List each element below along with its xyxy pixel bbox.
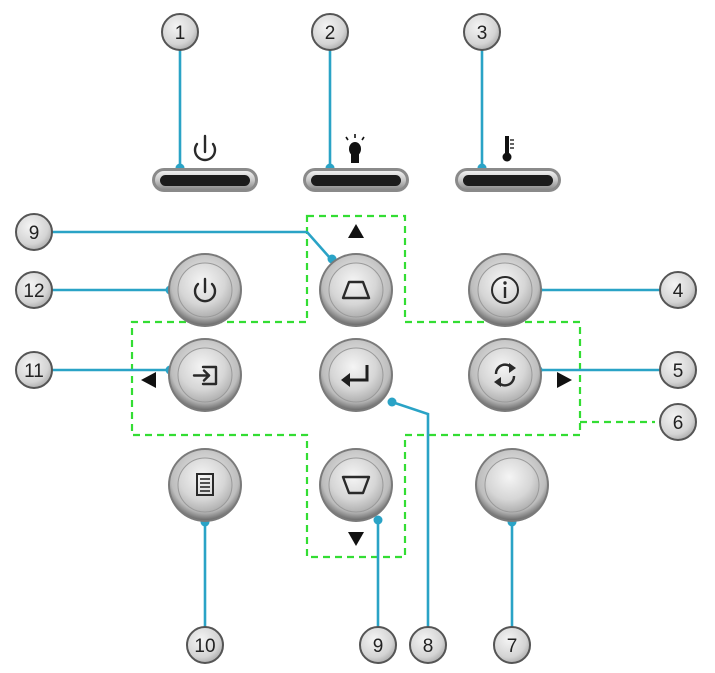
keystone-up-button[interactable]: [319, 253, 393, 327]
dashed-navigation-outline: [130, 214, 582, 559]
arrow-left-icon: [141, 372, 156, 388]
leader-line-8: [391, 400, 430, 633]
enter-icon: [341, 365, 369, 387]
resync-icon: [494, 363, 516, 387]
callout-7: 7: [493, 626, 531, 664]
led-power-indicator: [152, 168, 258, 192]
menu-button[interactable]: [168, 448, 242, 522]
leader-line-9-top: [52, 230, 331, 259]
resync-button[interactable]: [468, 338, 542, 412]
callout-6: 6: [659, 403, 697, 441]
svg-text:10: 10: [194, 636, 215, 657]
callout-11: 11: [15, 351, 53, 389]
arrow-up-icon: [348, 224, 364, 238]
svg-text:3: 3: [477, 23, 488, 44]
led-lamp-indicator: [303, 168, 409, 192]
power-button[interactable]: [168, 253, 242, 327]
keystone-down-button[interactable]: [319, 448, 393, 522]
svg-text:12: 12: [23, 281, 44, 302]
callout-8: 8: [409, 626, 447, 664]
callout-12: 12: [15, 271, 53, 309]
power-icon: [193, 134, 217, 162]
power-icon: [193, 277, 217, 303]
svg-text:7: 7: [507, 636, 518, 657]
svg-text:1: 1: [175, 23, 186, 44]
trapezoid-up-icon: [341, 280, 371, 300]
source-button[interactable]: [168, 338, 242, 412]
callout-3: 3: [463, 13, 501, 51]
svg-text:9: 9: [29, 223, 40, 244]
svg-text:9: 9: [373, 636, 384, 657]
svg-text:8: 8: [423, 636, 434, 657]
info-icon: [491, 276, 519, 304]
thermometer-icon: [502, 136, 514, 162]
svg-text:4: 4: [673, 281, 684, 302]
callout-9-top: 9: [15, 213, 53, 251]
svg-text:2: 2: [325, 23, 336, 44]
svg-text:5: 5: [673, 361, 684, 382]
leader-dot-9-bottom: [373, 515, 383, 525]
svg-text:11: 11: [24, 361, 44, 382]
callout-4: 4: [659, 271, 697, 309]
callout-10: 10: [186, 626, 224, 664]
menu-icon: [196, 473, 214, 496]
callout-5: 5: [659, 351, 697, 389]
lamp-icon: [345, 134, 365, 163]
callout-2: 2: [311, 13, 349, 51]
info-button[interactable]: [468, 253, 542, 327]
trapezoid-down-icon: [341, 475, 371, 495]
led-temp-indicator: [455, 168, 561, 192]
arrow-right-icon: [557, 372, 572, 388]
leader-dot-8: [387, 397, 397, 407]
source-input-icon: [192, 365, 218, 386]
callout-1: 1: [161, 13, 199, 51]
blank-button[interactable]: [475, 448, 549, 522]
enter-button[interactable]: [319, 338, 393, 412]
callout-9-bottom: 9: [359, 626, 397, 664]
svg-text:6: 6: [673, 413, 684, 434]
arrow-down-icon: [348, 532, 364, 546]
